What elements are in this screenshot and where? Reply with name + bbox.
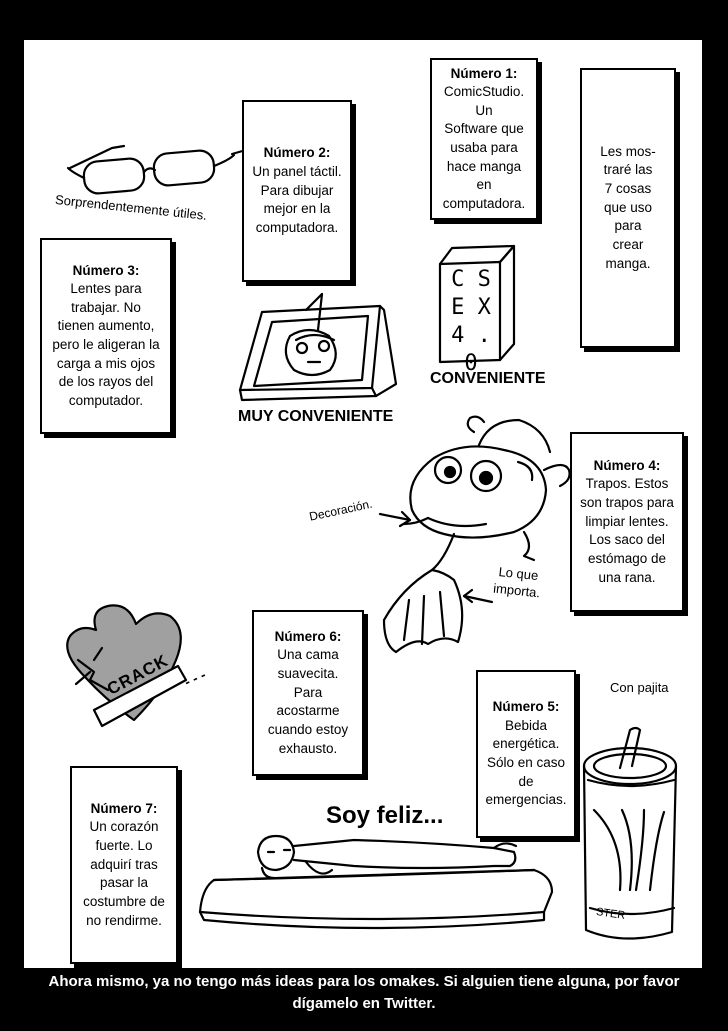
tablet-drawing xyxy=(238,292,398,402)
what-matters-label: Lo que importa. xyxy=(492,564,541,601)
item-body: Trapos. Estos son trapos para limpiar le… xyxy=(580,476,674,585)
item-box-numero-7: Número 7: Un corazón fuerte. Lo adquirí t… xyxy=(70,766,178,964)
item-body: Lentes para trabajar. No tienen aumento,… xyxy=(52,281,160,408)
item-title: Número 4: xyxy=(593,457,661,473)
item-title: Número 3: xyxy=(72,262,140,278)
frog-drawing xyxy=(378,415,571,654)
item-box-numero-3: Número 3: Lentes para trabajar. No tienen… xyxy=(40,238,172,434)
intro-box: Les mos- traré las 7 cosas que uso para … xyxy=(580,68,676,348)
item-title: Número 6: xyxy=(274,628,342,644)
item-box-numero-5: Número 5: Bebida energética. Sólo en caso… xyxy=(476,670,576,838)
item-body: Bebida energética. Sólo en caso de emerg… xyxy=(485,717,567,808)
crack-band xyxy=(92,664,188,728)
footer-caption: Ahora mismo, ya no tengo más ideas para … xyxy=(48,973,680,1012)
tablet-caption: MUY CONVENIENTE xyxy=(238,408,394,425)
item-box-numero-6: Número 6: Una cama suavecita. Para acosta… xyxy=(252,610,364,776)
item-box-numero-4: Número 4: Trapos. Estos son trapos para l… xyxy=(570,432,684,612)
software-box-text: C S E X 4 . 0 xyxy=(451,267,491,377)
bed-drawing xyxy=(198,834,554,930)
intro-text: Les mos- traré las 7 cosas que uso para … xyxy=(600,143,656,271)
item-body: ComicStudio. Un Software que usaba para … xyxy=(442,84,526,211)
item-box-numero-2: Número 2: Un panel táctil. Para dibujar m… xyxy=(242,100,352,282)
energy-drink-drawing xyxy=(582,726,678,940)
straw-label: Con pajita xyxy=(610,680,669,695)
item-title: Número 7: xyxy=(90,800,158,816)
item-body: Una cama suavecita. Para acostarme cuand… xyxy=(267,647,349,756)
item-body: Un corazón fuerte. Lo adquirí tras pasar… xyxy=(83,819,165,928)
item-title: Número 2: xyxy=(263,145,331,161)
item-title: Número 5: xyxy=(492,699,560,715)
item-box-numero-1: Número 1: ComicStudio. Un Software que us… xyxy=(430,58,538,220)
item-title: Número 1: xyxy=(450,65,518,81)
glasses-drawing xyxy=(66,144,248,195)
software-box-drawing xyxy=(438,244,516,364)
drawings xyxy=(66,144,678,940)
manga-page: Número 1: ComicStudio. Un Software que us… xyxy=(24,40,702,968)
happy-label: Soy feliz... xyxy=(326,802,444,829)
item-body: Un panel táctil. Para dibujar mejor en l… xyxy=(252,164,342,235)
software-caption: CONVENIENTE xyxy=(430,370,546,387)
